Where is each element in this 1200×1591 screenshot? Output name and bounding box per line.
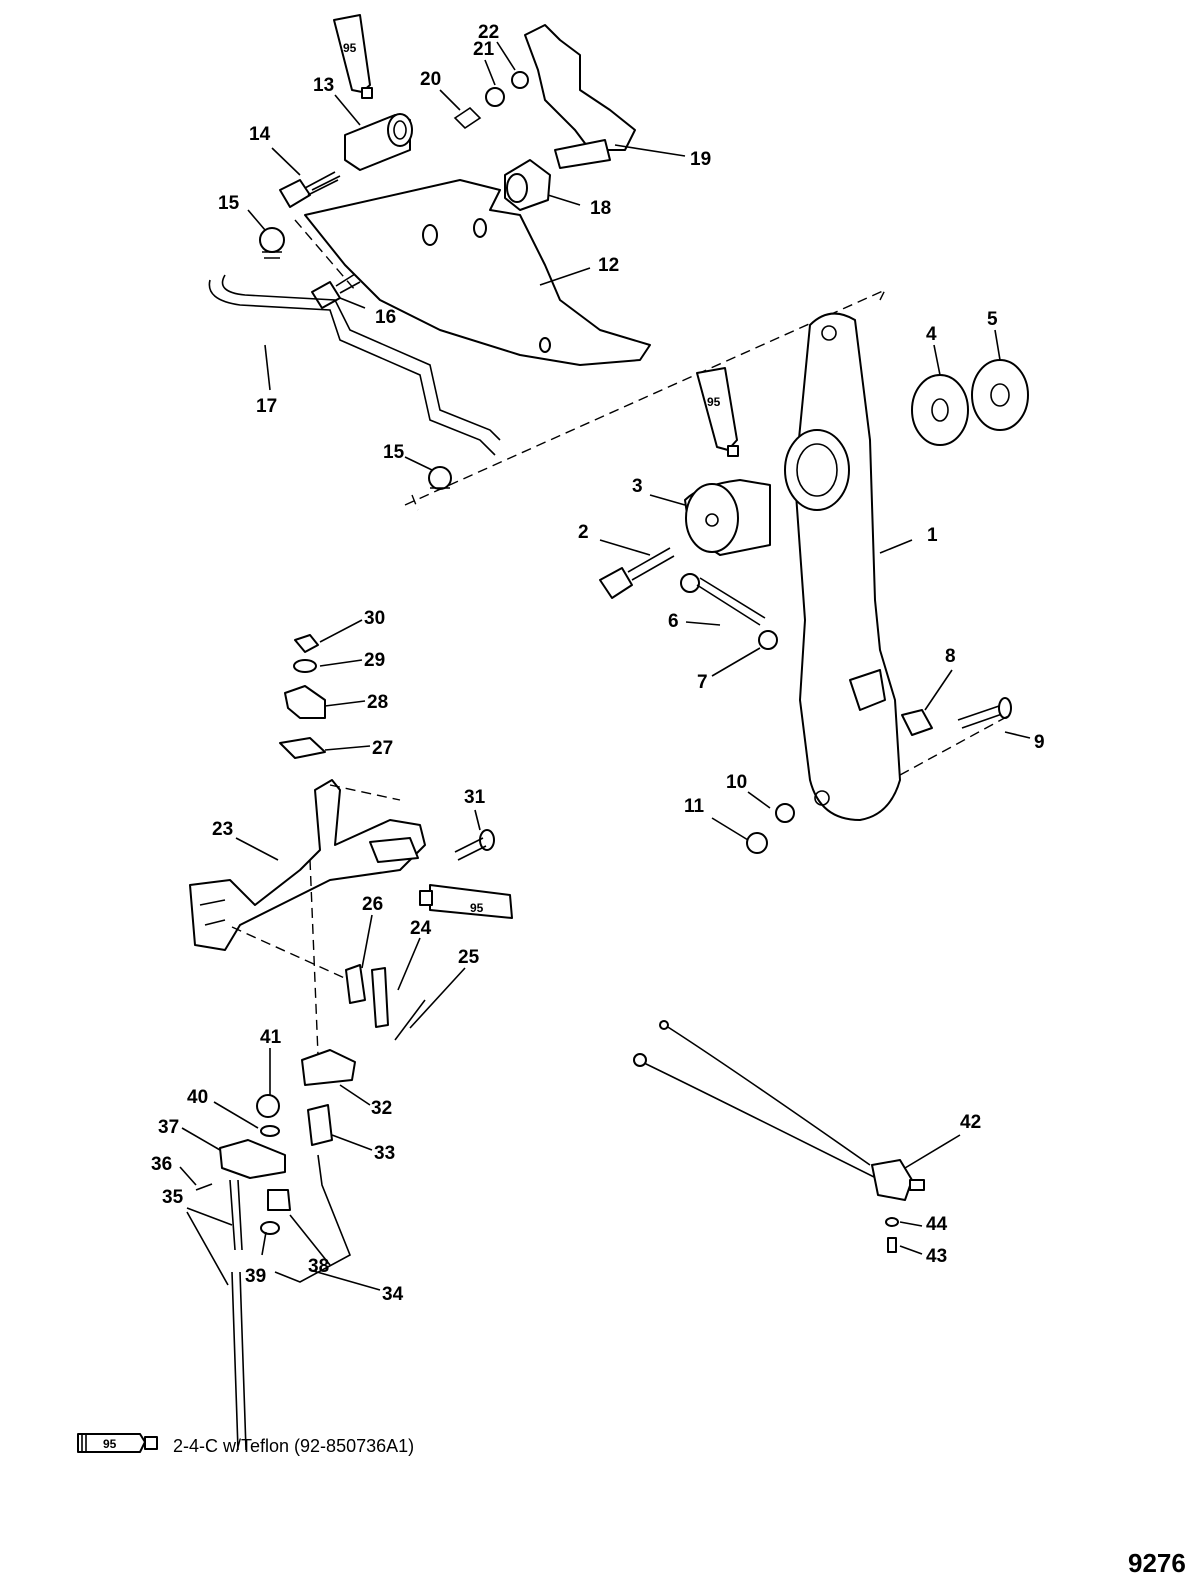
part-12-bracket [304,179,651,366]
tube-label-upper: 95 [343,41,357,55]
callout-20: 20 [420,69,441,90]
callout-labels: 1 2 3 4 5 6 7 8 9 10 11 12 13 14 15 15 1… [151,22,1045,1305]
callout-7: 7 [697,672,708,693]
callout-28: 28 [367,692,388,713]
callout-23: 23 [212,819,233,840]
callout-8: 8 [945,646,956,667]
callout-16: 16 [375,307,396,328]
callout-21: 21 [473,39,495,60]
part-14-bolt [279,171,341,208]
lubricant-tube-upper: 95 [333,14,373,99]
part-25-screw [394,999,426,1041]
part-10-washer [775,803,795,823]
callout-42: 42 [960,1112,981,1133]
part-26-block [345,964,366,1004]
part-39-washer [260,1221,280,1235]
callout-17: 17 [256,396,277,417]
callout-25: 25 [458,947,480,968]
part-1-tilt-arm [784,312,901,821]
callout-39: 39 [245,1266,266,1287]
callout-34: 34 [382,1284,404,1305]
part-11-nut [746,832,768,854]
callout-19: 19 [690,149,711,170]
part-19-lever [524,24,636,169]
callout-2: 2 [578,522,589,543]
parts-27-30-stack [279,634,326,759]
legend-description: 2-4-C w/Teflon (92-850736A1) [173,1436,415,1456]
callout-12: 12 [598,255,619,276]
callout-24: 24 [410,918,432,939]
part-34-shift-link [274,1154,352,1283]
tube-label-middle: 95 [470,901,484,915]
callout-15-upper: 15 [218,193,240,214]
part-32-retainer [301,1049,356,1086]
part-4-washer [911,374,969,446]
part-13-bushing [344,113,413,171]
callout-14: 14 [249,124,271,145]
part-43-screw [887,1237,897,1253]
callout-6: 6 [668,611,679,632]
callout-9: 9 [1034,732,1045,753]
callout-10: 10 [726,772,747,793]
part-8-bushing [901,709,933,736]
callout-4: 4 [926,324,937,345]
part-23-shift-bracket [189,779,426,951]
lubricant-tube-middle: 95 [419,884,513,919]
part-33-spring [307,1104,333,1146]
part-5-washer [971,359,1029,431]
part-15-clip-lower [428,466,452,490]
callout-22: 22 [478,22,499,43]
callout-37: 37 [158,1117,179,1138]
callout-36: 36 [151,1154,172,1175]
part-42-switch-harness [633,1020,925,1201]
part-36-pin [195,1183,213,1191]
callout-5: 5 [987,309,998,330]
legend-tube-number: 95 [103,1437,117,1451]
part-40-washer [260,1125,280,1137]
callout-26: 26 [362,894,383,915]
callout-3: 3 [632,476,643,497]
callout-29: 29 [364,650,385,671]
part-6-screw [680,573,766,626]
part-41-nut [256,1094,280,1118]
part-35-rod-upper [229,1179,243,1251]
callout-1: 1 [927,525,938,546]
part-44-washer [885,1217,899,1227]
callout-11: 11 [684,796,705,817]
legend-tube-icon: 95 [77,1433,158,1453]
part-18-bushing [504,159,551,211]
callout-13: 13 [313,75,334,96]
part-15-clip-upper [259,227,285,259]
tube-label-right: 95 [707,395,721,409]
callout-44: 44 [926,1214,948,1235]
callout-31: 31 [464,787,486,808]
callout-33: 33 [374,1143,395,1164]
callout-32: 32 [371,1098,392,1119]
figure-number: 9276 [1128,1548,1186,1578]
callout-30: 30 [364,608,385,629]
part-7-nut [758,630,778,650]
part-38-bushing [267,1189,291,1211]
callout-35: 35 [162,1187,184,1208]
callout-43: 43 [926,1246,947,1267]
callout-27: 27 [372,738,393,759]
callout-40: 40 [187,1087,208,1108]
part-17-rod [208,274,501,456]
part-3-bushing [684,479,771,556]
washers-21-22-20 [453,71,529,130]
part-9-pin [957,697,1012,729]
part-35-rod-lower [231,1271,247,1451]
callout-38: 38 [308,1256,329,1277]
part-2-bolt [599,547,675,599]
part-24-plate [371,967,389,1028]
leader-lines [179,41,1031,1291]
part-31-screw [454,829,495,861]
callout-41: 41 [260,1027,282,1048]
callout-15-lower: 15 [383,442,405,463]
callout-18: 18 [590,198,611,219]
part-37-lever [219,1139,286,1179]
lubricant-tube-right: 95 [696,367,739,457]
